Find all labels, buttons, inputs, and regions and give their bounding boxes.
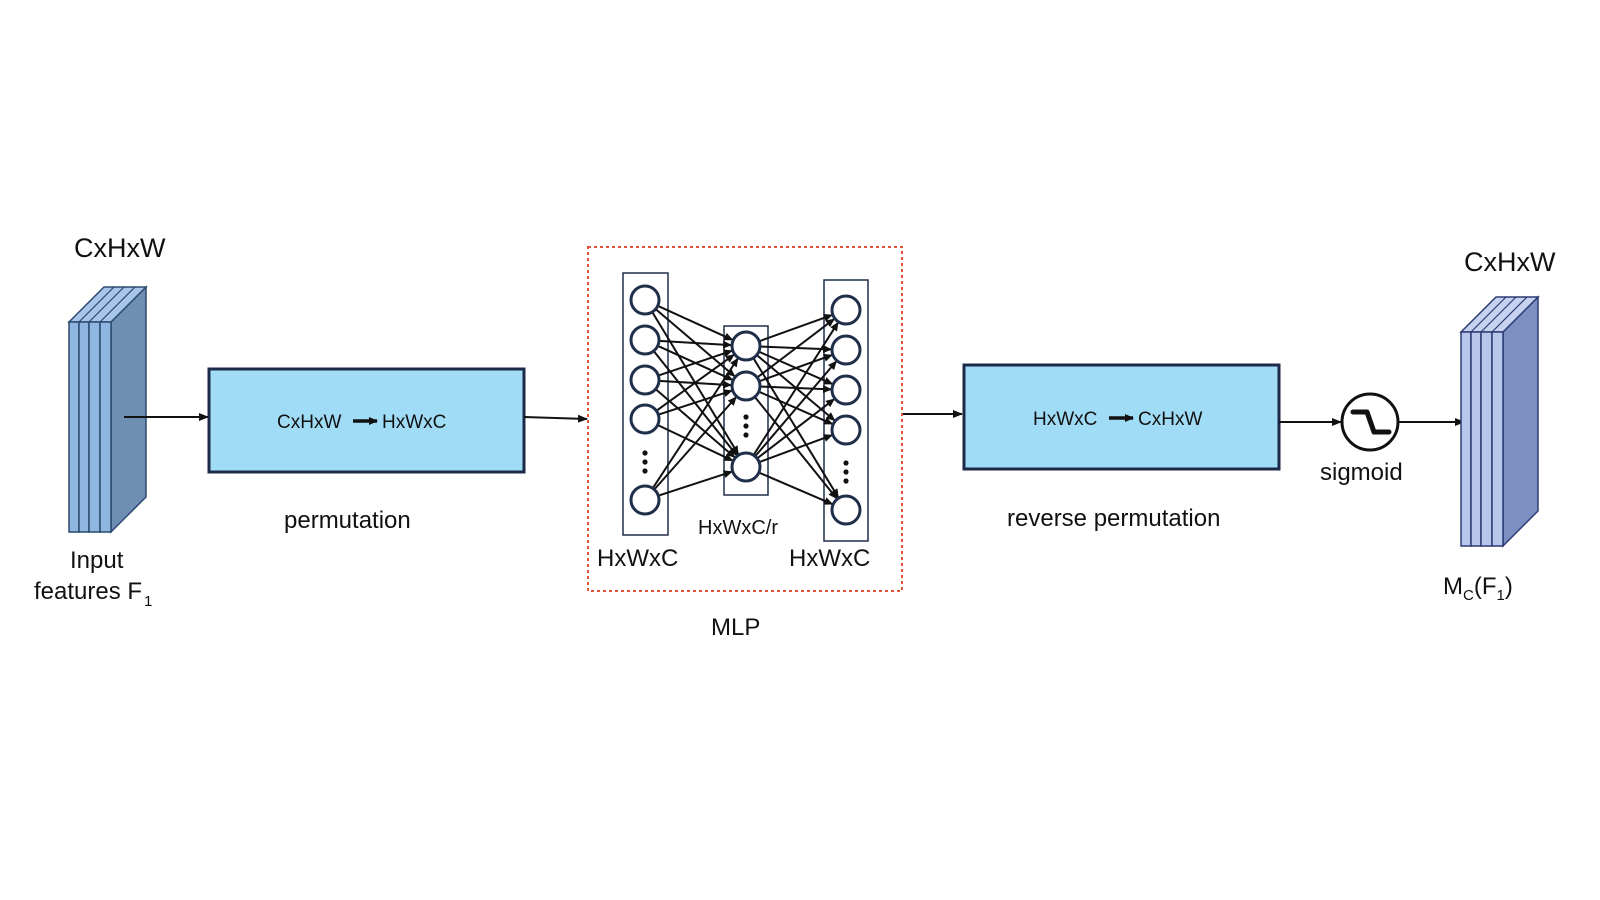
permutation-from: CxHxW: [277, 412, 341, 433]
mlp-connections: [651, 304, 840, 505]
mlp-connection-edge: [657, 304, 734, 341]
mlp-neuron-node: [629, 484, 661, 516]
mlp-neuron-node: [830, 294, 862, 326]
input-tensor-slabs: [67, 285, 148, 534]
mlp-connection-edge: [657, 470, 733, 497]
mlp-connection-edge: [655, 353, 735, 412]
sigmoid-caption: sigmoid: [1320, 459, 1403, 486]
mlp-neuron-node: [830, 374, 862, 406]
mlp-connection-edge: [752, 321, 839, 456]
mlp-block: HxWxC HxWxC/r HxWxC MLP: [587, 246, 903, 641]
reverse-caption: reverse permutation: [1007, 505, 1220, 532]
output-tensor: CxHxW MC(F1): [1443, 247, 1556, 604]
reverse-from: HxWxC: [1033, 409, 1097, 430]
mlp-neuron-node: [830, 494, 862, 526]
mlp-neuron-node: [730, 451, 762, 483]
mlp-ellipsis-dot: [642, 450, 648, 456]
mlp-connection-edge: [657, 389, 733, 416]
sigmoid-step-icon: [1350, 409, 1392, 435]
mlp-dashed-border: [587, 246, 903, 592]
mlp-middle-label: HxWxC/r: [698, 517, 778, 539]
mlp-connection-edge: [756, 318, 835, 379]
permutation-box: [207, 367, 526, 474]
mlp-connection-edge: [658, 339, 733, 349]
mlp-connection-edge: [653, 396, 737, 491]
mlp-ellipsis-dot: [843, 478, 849, 484]
mlp-right-label: HxWxC: [789, 545, 870, 572]
mlp-neuron-node: [730, 370, 762, 402]
input-caption-line1: Input: [70, 547, 124, 574]
mlp-ellipsis-dot: [843, 460, 849, 466]
mlp-ellipsis-dot: [642, 459, 648, 465]
mlp-neuron-node: [830, 334, 862, 366]
mlp-connection-edge: [754, 360, 838, 458]
mlp-connection-edge: [758, 314, 833, 343]
reverse-permutation-block: HxWxC CxHxW reverse permutation: [962, 363, 1281, 532]
permutation-block: CxHxW HxWxC permutation: [207, 367, 526, 534]
mlp-neuron-node: [629, 364, 661, 396]
mlp-connection-edge: [756, 398, 835, 460]
output-tensor-slabs: [1459, 295, 1540, 548]
mlp-neuron-node: [830, 414, 862, 446]
sigmoid-node: sigmoid: [1320, 392, 1403, 486]
mlp-connection-edge: [651, 357, 739, 489]
mlp-neuron-node: [730, 330, 762, 362]
permutation-caption: permutation: [284, 507, 411, 534]
mlp-neurons: [629, 284, 862, 526]
permutation-to: HxWxC: [382, 412, 446, 433]
mlp-caption: MLP: [711, 614, 760, 641]
mlp-ellipsis-dot: [743, 423, 749, 429]
mlp-neuron-node: [629, 324, 661, 356]
mlp-ellipsis-dot: [743, 414, 749, 420]
input-shape-label: CxHxW: [74, 233, 166, 263]
mlp-input-layer-frame: [622, 272, 669, 536]
mlp-neuron-node: [629, 284, 661, 316]
output-caption: MC(F1): [1443, 573, 1513, 604]
mlp-connection-edge: [758, 354, 833, 383]
mlp-connection-edge: [758, 434, 833, 464]
mlp-connection-edge: [758, 471, 834, 505]
output-shape-label: CxHxW: [1464, 247, 1556, 277]
mlp-ellipsis-dot: [642, 468, 648, 474]
mlp-ellipsis-dot: [743, 432, 749, 438]
mlp-ellipsis-dot: [843, 469, 849, 475]
mlp-connection-edge: [657, 349, 733, 377]
arrow-right-icon: [523, 414, 588, 423]
mlp-left-label: HxWxC: [597, 545, 678, 572]
reverse-to: CxHxW: [1138, 409, 1202, 430]
mlp-neuron-node: [629, 403, 661, 435]
